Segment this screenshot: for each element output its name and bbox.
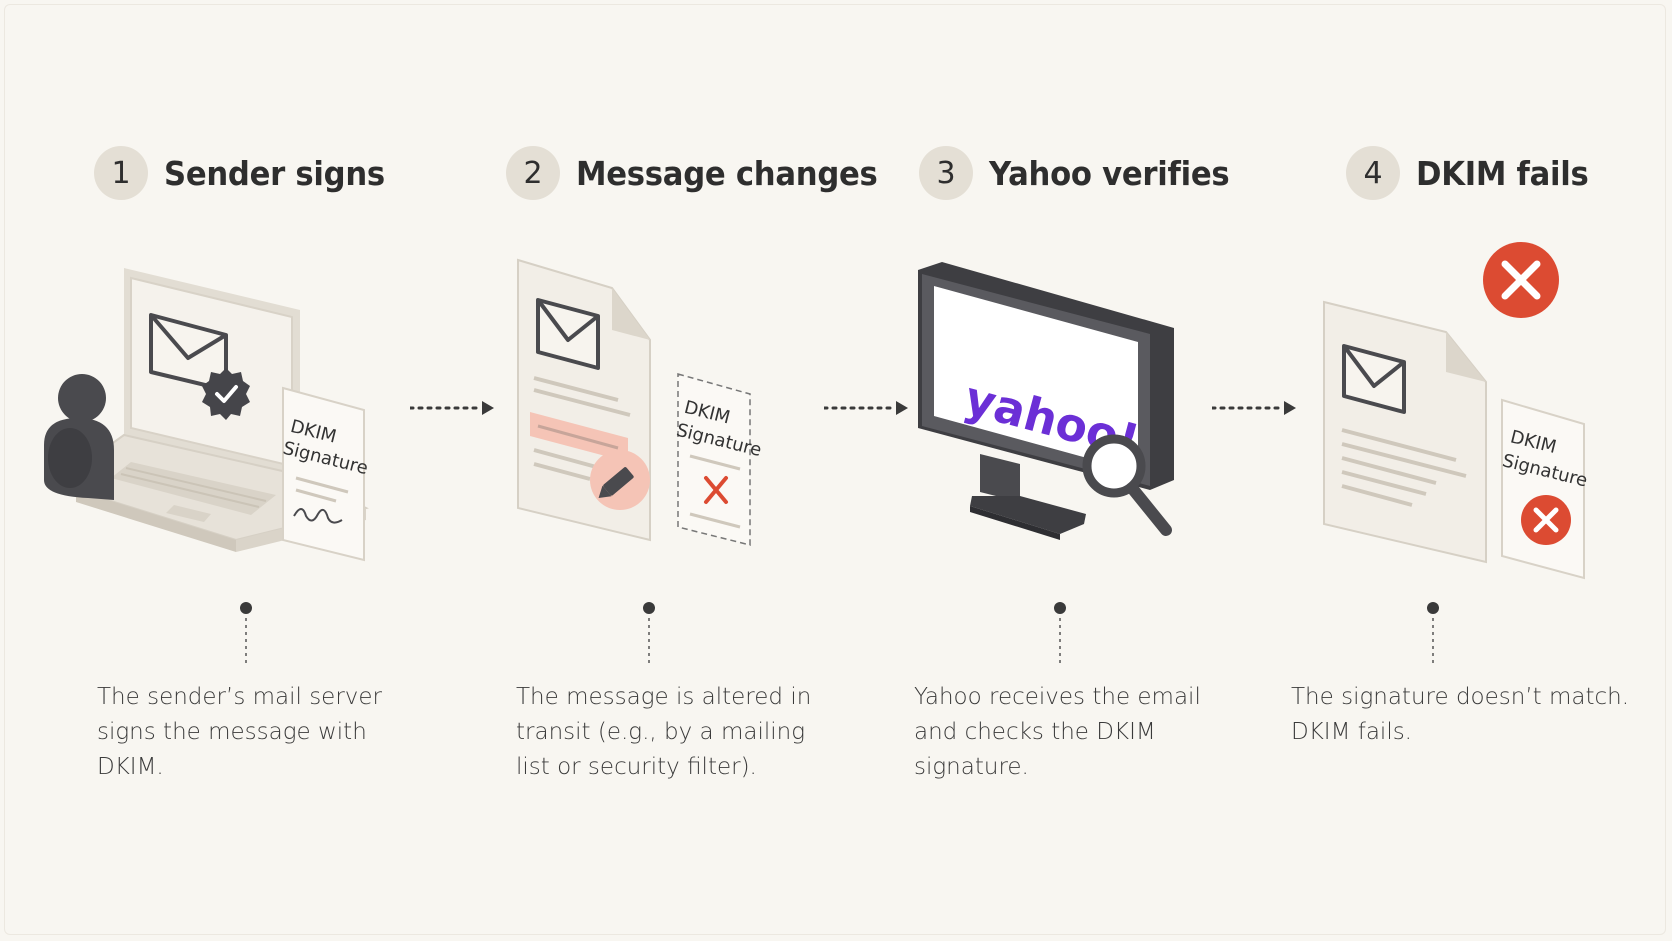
step-2-number: 2 bbox=[506, 146, 560, 200]
document-icon bbox=[1323, 300, 1487, 564]
step-3-desc-line: signature. bbox=[914, 754, 1029, 780]
step-1-desc-line: The sender’s mail server bbox=[97, 684, 383, 710]
step-3-connector bbox=[1054, 602, 1066, 666]
frame bbox=[4, 4, 1666, 935]
step-2-desc-line: The message is altered in bbox=[516, 684, 812, 710]
step-1-header: 1 Sender signs bbox=[94, 144, 402, 202]
envelope-icon bbox=[536, 298, 600, 370]
magnifier-icon bbox=[1082, 434, 1172, 536]
step-1-desc-line: DKIM. bbox=[97, 754, 164, 780]
step-1-description: The sender’s mail server signs the messa… bbox=[97, 680, 427, 785]
step-1-title: Sender signs bbox=[164, 153, 385, 193]
step-3-illustration: yahoo! bbox=[918, 262, 1174, 540]
step-4-illustration: DKIM Signature bbox=[1323, 242, 1590, 580]
step-3-desc-line: Yahoo receives the email bbox=[914, 684, 1201, 710]
step-4-title: DKIM fails bbox=[1416, 153, 1589, 193]
error-badge bbox=[1483, 242, 1559, 318]
step-4-connector bbox=[1427, 602, 1439, 666]
step-3-title: Yahoo verifies bbox=[989, 153, 1230, 193]
step-2-header: 2 Message changes bbox=[506, 144, 900, 202]
step-3-desc-line: and checks the DKIM bbox=[914, 719, 1156, 745]
dkim-signature-card: DKIM Signature bbox=[1500, 398, 1590, 580]
step-1-number: 1 bbox=[94, 146, 148, 200]
step-4-description: The signature doesn’t match. DKIM fails. bbox=[1291, 680, 1651, 750]
close-icon bbox=[1501, 260, 1541, 300]
step-1-illustration: DKIM Signature bbox=[44, 268, 370, 562]
step-2-description: The message is altered in transit (e.g.,… bbox=[516, 680, 846, 785]
step-3-number: 3 bbox=[919, 146, 973, 200]
step-2-title: Message changes bbox=[576, 153, 878, 193]
step-2-desc-line: list or security filter). bbox=[516, 754, 757, 780]
step-1-connector bbox=[240, 602, 252, 666]
arrow-right-icon bbox=[410, 401, 494, 415]
envelope-icon bbox=[1342, 344, 1406, 414]
step-2-desc-line: transit (e.g., by a mailing bbox=[516, 719, 805, 745]
step-3-header: 3 Yahoo verifies bbox=[919, 144, 1247, 202]
arrow-right-icon bbox=[824, 401, 908, 415]
arrow-right-icon bbox=[1212, 401, 1296, 415]
step-3-description: Yahoo receives the email and checks the … bbox=[914, 680, 1244, 785]
step-4-desc-line: DKIM fails. bbox=[1291, 719, 1412, 745]
step-4-number: 4 bbox=[1346, 146, 1400, 200]
step-2-illustration: DKIM Signature bbox=[517, 258, 764, 546]
verified-check-icon bbox=[202, 368, 250, 420]
step-2-connector bbox=[643, 602, 655, 666]
step-1-desc-line: signs the message with bbox=[97, 719, 367, 745]
pencil-icon bbox=[590, 450, 650, 510]
close-icon bbox=[1533, 507, 1559, 533]
step-4-header: 4 DKIM fails bbox=[1346, 144, 1601, 202]
dkim-signature-card: DKIM Signature bbox=[674, 373, 764, 546]
dkim-signature-card: DKIM Signature bbox=[281, 386, 370, 562]
user-icon bbox=[44, 374, 114, 500]
step-4-desc-line: The signature doesn’t match. bbox=[1291, 684, 1630, 710]
envelope-icon bbox=[149, 313, 228, 392]
close-icon bbox=[704, 476, 728, 504]
